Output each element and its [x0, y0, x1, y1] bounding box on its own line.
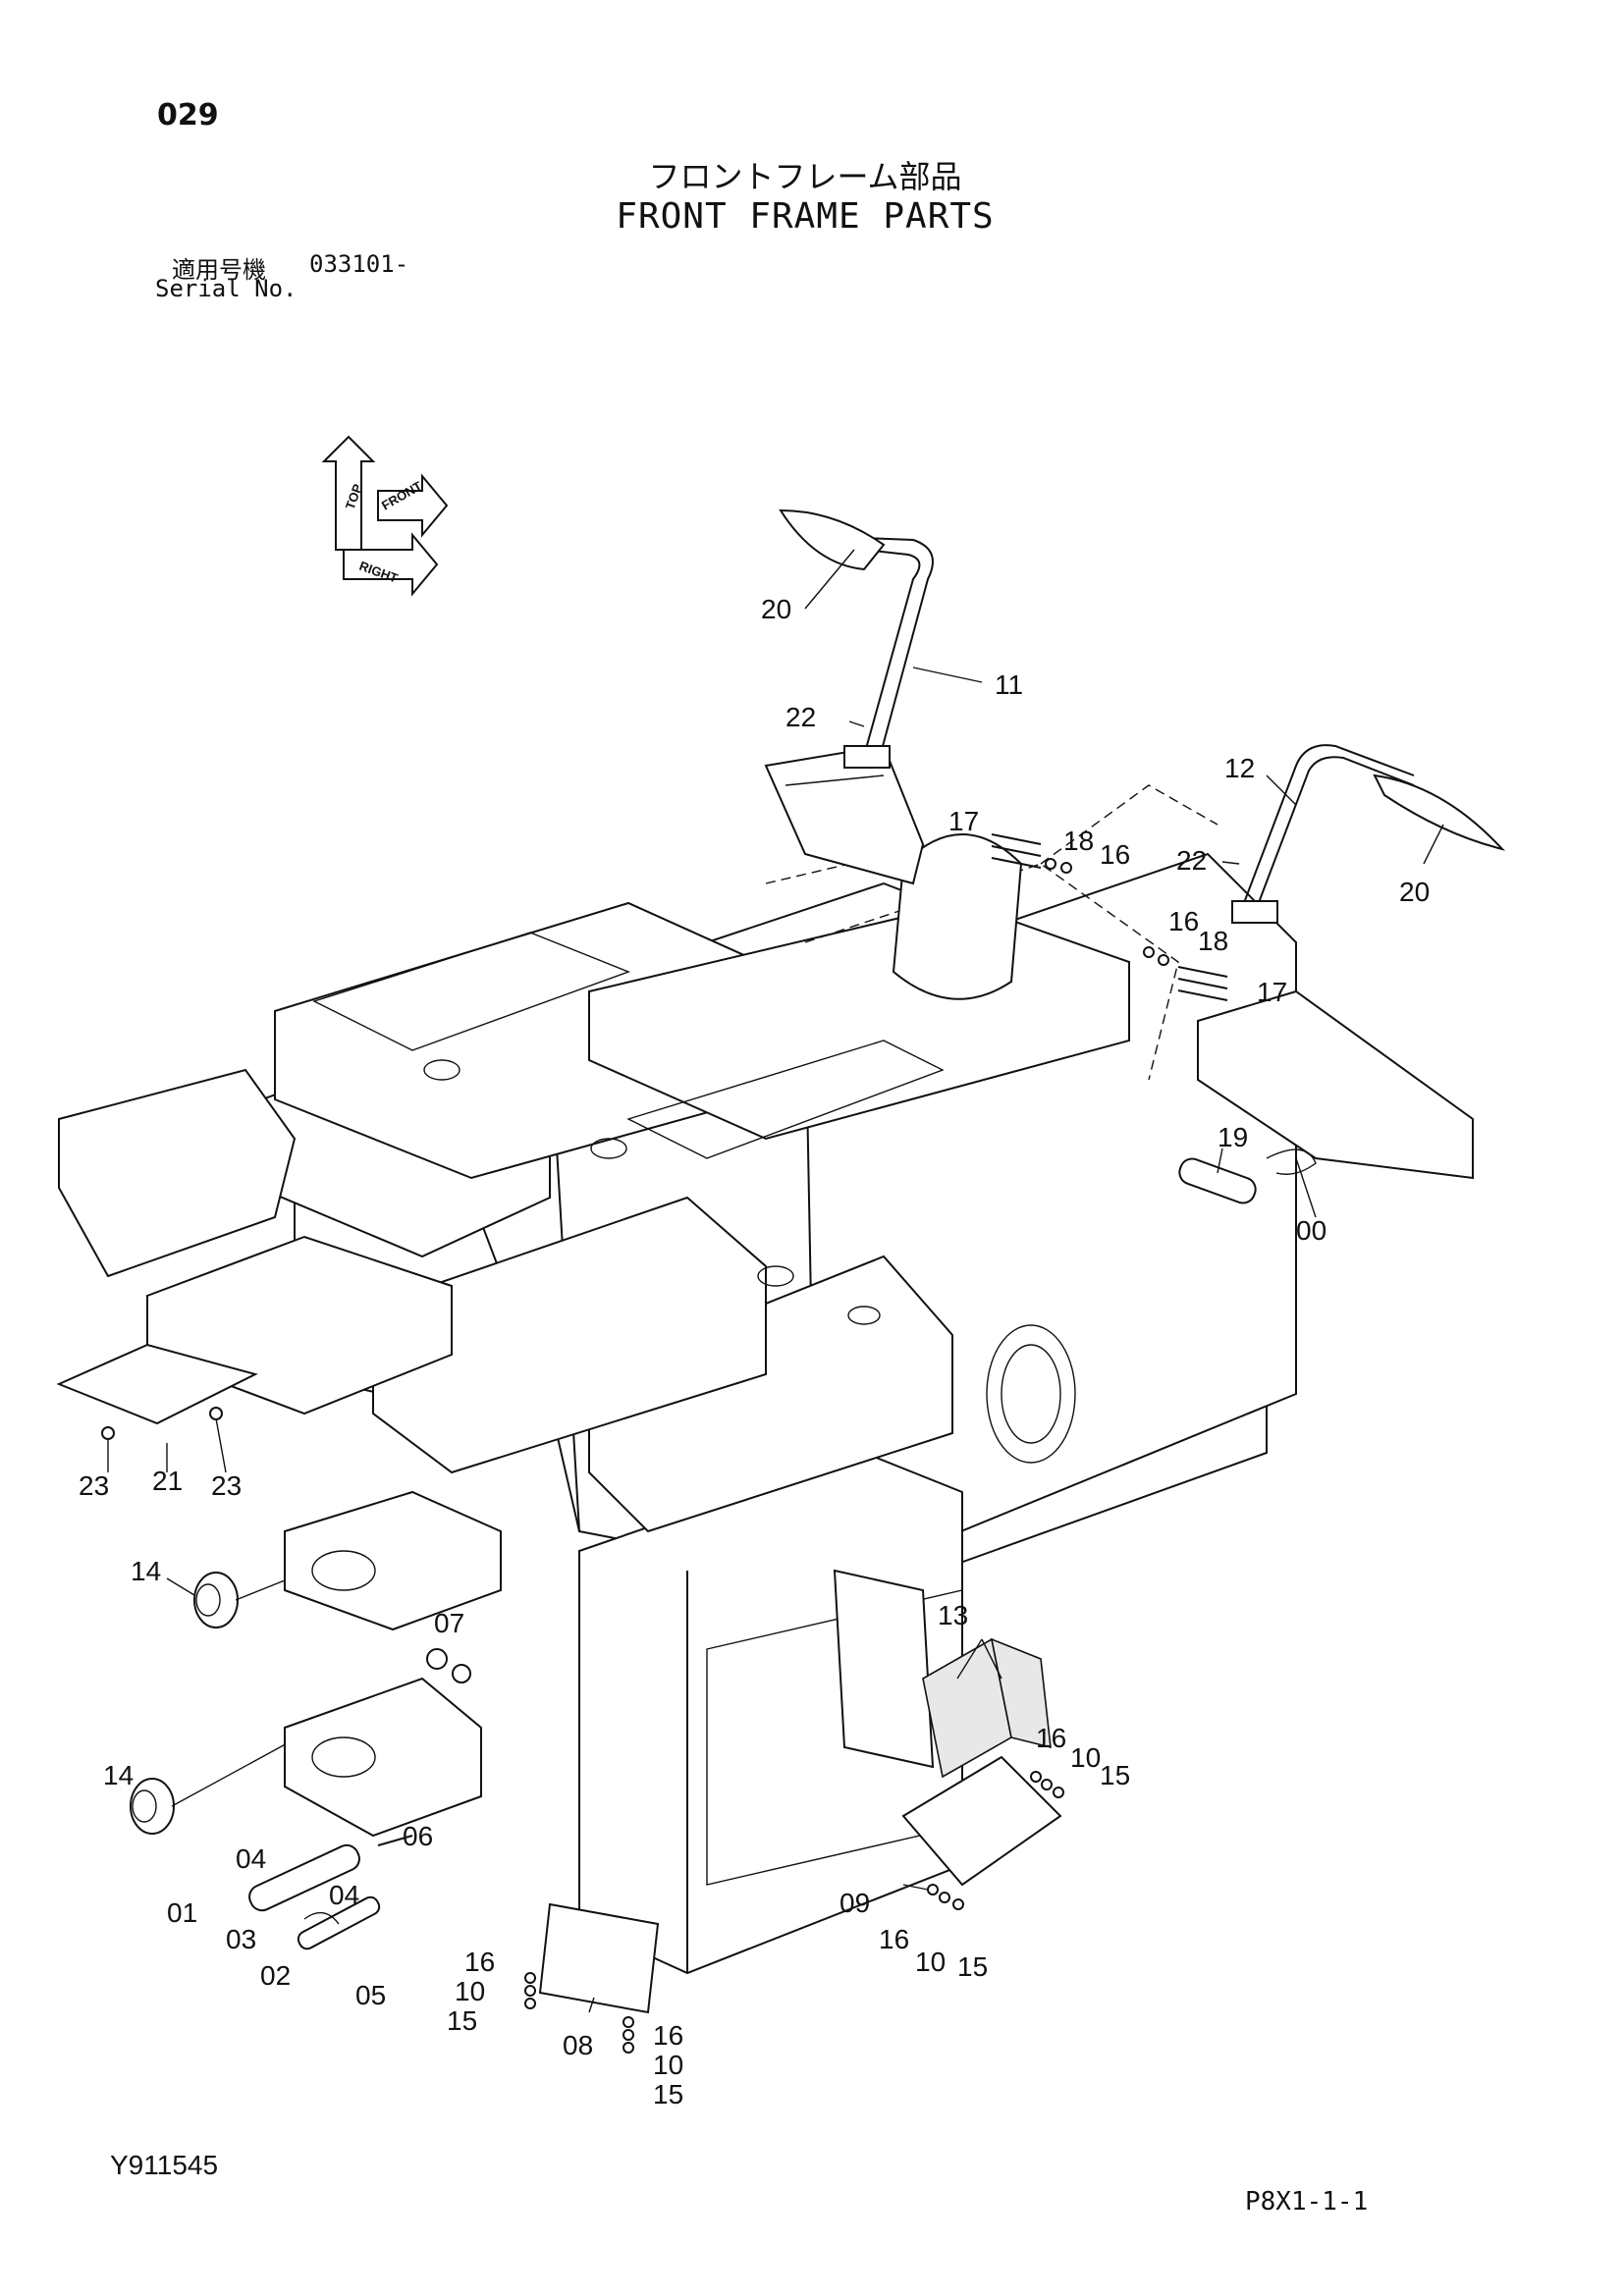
callout-label: 16 — [653, 2020, 683, 2051]
callout-label: 10 — [1070, 1742, 1101, 1773]
callout-label: 15 — [957, 1951, 988, 1982]
pin-and-clip — [1178, 1148, 1317, 1204]
bushing-lower — [130, 1778, 175, 1835]
callout-label: 22 — [785, 702, 816, 732]
callout-label: 06 — [403, 1821, 433, 1851]
serial-value: 033101- — [309, 250, 409, 278]
callout-label: 09 — [839, 1888, 870, 1918]
callout-label: 10 — [653, 2050, 683, 2080]
callout-label: 05 — [355, 1980, 386, 2010]
callout-label: 04 — [329, 1880, 359, 1910]
handrail-left — [779, 508, 934, 769]
callout-label: 19 — [1218, 1122, 1248, 1152]
callout-label: 23 — [211, 1470, 242, 1501]
callout-label: 16 — [1036, 1723, 1066, 1753]
link-assembly — [248, 1835, 413, 1950]
leader-lines — [107, 549, 1444, 2013]
callout-label: 20 — [1399, 877, 1430, 907]
callout-label: 01 — [167, 1897, 197, 1928]
callout-label: 02 — [260, 1960, 291, 1991]
bushing-upper — [193, 1572, 239, 1629]
callout-label: 12 — [1224, 753, 1255, 783]
callout-label: 16 — [879, 1924, 909, 1954]
title-japanese: フロントフレーム部品 — [648, 158, 962, 195]
callout-label: 14 — [131, 1556, 161, 1586]
orientation-indicator: TOP FRONT RIGHT — [321, 435, 449, 597]
callout-label: 11 — [995, 669, 1023, 700]
callout-label: 03 — [226, 1924, 256, 1954]
callout-label: 16 — [1100, 839, 1130, 870]
callout-label: 14 — [103, 1760, 134, 1790]
callout-label: 16 — [1168, 906, 1199, 936]
bolt-set-left — [991, 833, 1072, 874]
callout-label: 04 — [236, 1843, 266, 1874]
page-code: P8X1-1-1 — [1245, 2187, 1369, 2216]
callout-label: 21 — [152, 1466, 183, 1496]
guard-13 — [922, 1637, 1064, 1798]
serial-label-english: Serial No. — [155, 275, 298, 302]
callout-label: 23 — [79, 1470, 109, 1501]
callout-label: 18 — [1198, 926, 1228, 956]
bolt-set-right — [1143, 946, 1228, 1001]
plate-21 — [56, 1343, 258, 1440]
callout-labels: 20 11 22 17 18 16 12 22 20 16 18 17 19 0… — [79, 594, 1430, 2109]
cover-09 — [901, 1755, 1062, 1910]
callout-label: 07 — [434, 1608, 464, 1638]
callout-label: 17 — [948, 806, 979, 836]
callout-label: 13 — [938, 1600, 968, 1630]
cover-08 — [524, 1902, 660, 2054]
callout-label: 10 — [915, 1947, 946, 1977]
callout-label: 10 — [455, 1976, 485, 2006]
callout-label: 18 — [1063, 826, 1094, 856]
callout-label: 15 — [447, 2005, 477, 2036]
title-english: FRONT FRAME PARTS — [616, 196, 995, 237]
callout-label: 16 — [464, 1947, 495, 1977]
callout-label: 15 — [1100, 1760, 1130, 1790]
drawing-number: Y911545 — [110, 2150, 219, 2180]
handrail-right — [1231, 744, 1506, 924]
callout-label: 08 — [563, 2030, 593, 2060]
callout-label: 20 — [761, 594, 791, 624]
front-frame-body — [58, 784, 1297, 1975]
callout-label: 00 — [1296, 1215, 1326, 1246]
upper-right-bracket — [1197, 989, 1474, 1180]
callout-label: 17 — [1257, 977, 1287, 1007]
serial-label-japanese: 適用号機 — [172, 256, 266, 284]
callout-label: 22 — [1176, 845, 1207, 876]
callout-label: 15 — [653, 2079, 683, 2109]
page-number: 029 — [157, 98, 219, 133]
